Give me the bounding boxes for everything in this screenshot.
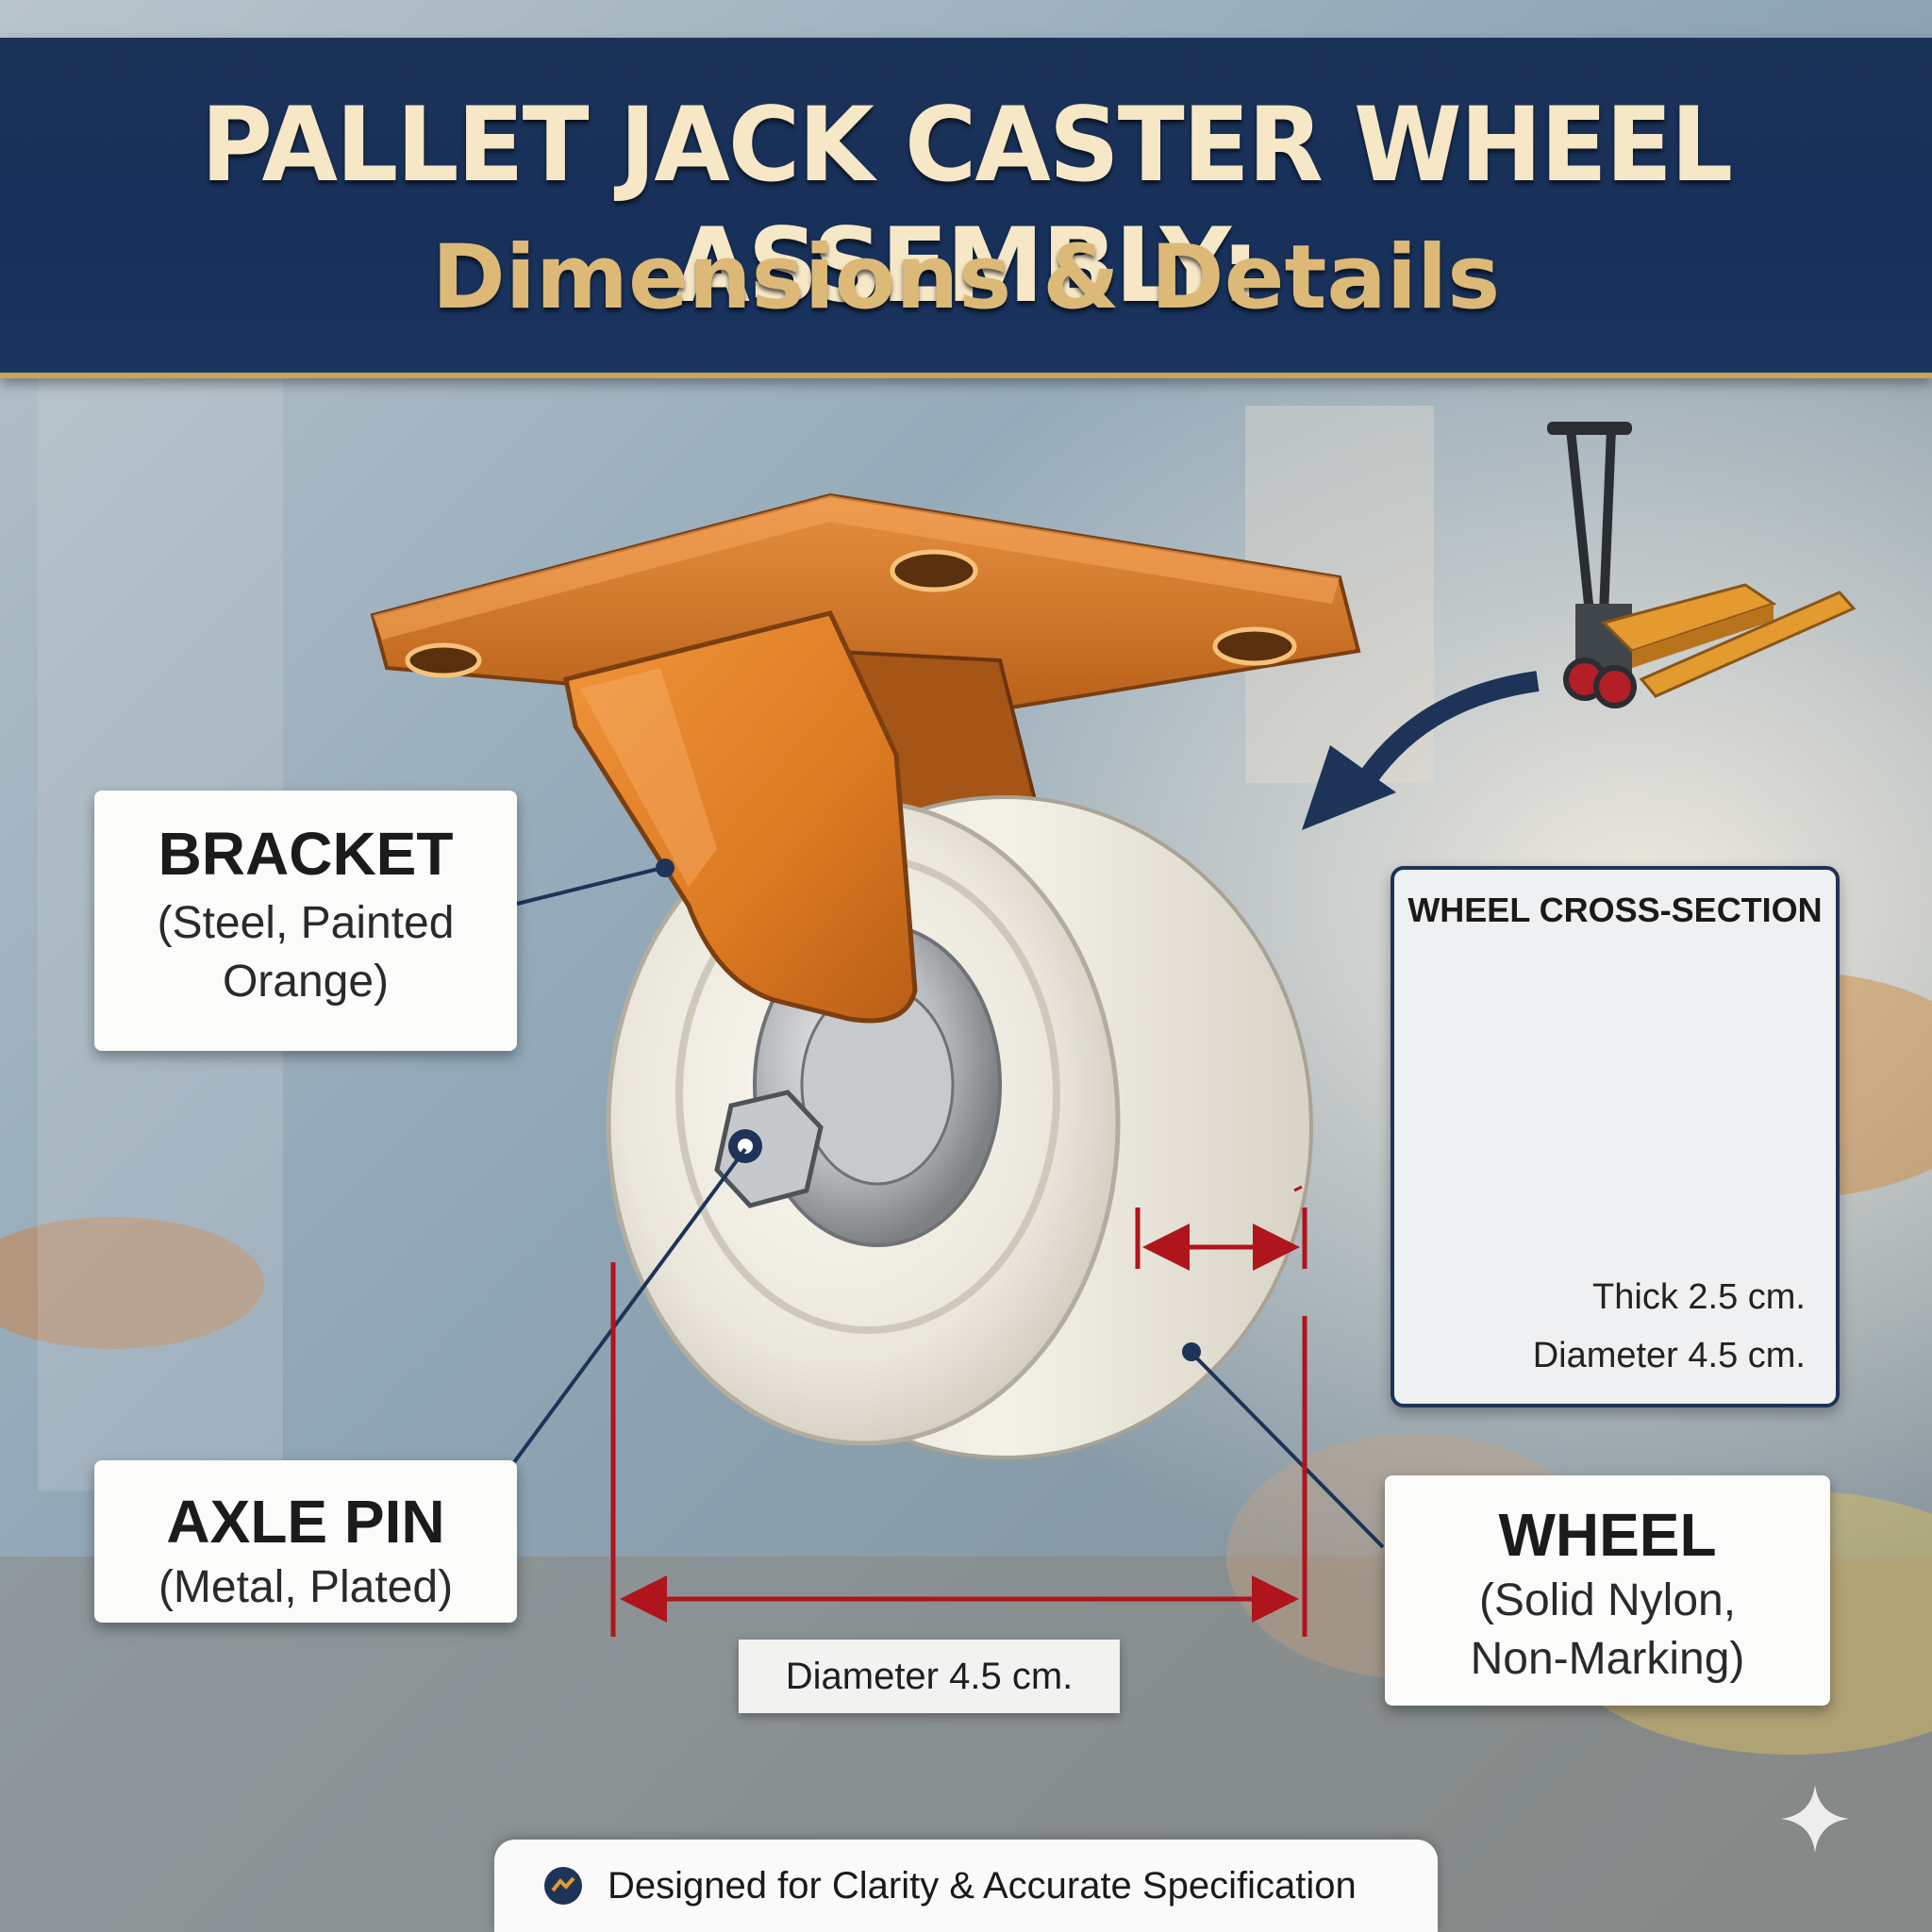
footer-text: Designed for Clarity & Accurate Specific…	[608, 1865, 1357, 1907]
cross-section-panel: WHEEL CROSS-SECTION Thick 2.5 cm. Diamet…	[1391, 866, 1840, 1407]
axle-pin-callout: AXLE PIN (Metal, Plated)	[94, 1460, 517, 1623]
wheel-label: WHEEL	[1498, 1501, 1717, 1569]
wheel-callout: WHEEL (Solid Nylon, Non-Marking)	[1385, 1475, 1830, 1706]
wheel-desc-line2: Non-Marking)	[1470, 1634, 1745, 1684]
thickness-dimension	[1135, 1208, 1307, 1271]
wheel-leader-line	[1191, 1353, 1385, 1549]
bracket-desc-line2: Orange)	[222, 957, 390, 1007]
bracket-callout: BRACKET (Steel, Painted Orange)	[94, 791, 517, 1051]
cross-section-title: WHEEL CROSS-SECTION	[1407, 891, 1823, 929]
cross-section-diameter: Diameter 4.5 cm.	[1532, 1336, 1806, 1375]
bracket-leader-line	[516, 866, 663, 906]
axle-pin-desc: (Metal, Plated)	[158, 1562, 454, 1612]
bracket-label: BRACKET	[158, 820, 454, 888]
pointer-arrow	[1349, 671, 1540, 798]
cross-section-thickness: Thick 2.5 cm.	[1592, 1277, 1806, 1317]
title-banner	[0, 38, 1932, 378]
diameter-dimension	[610, 1262, 1307, 1637]
footer-badge: Designed for Clarity & Accurate Specific…	[494, 1840, 1438, 1932]
wheel-desc-line1: (Solid Nylon,	[1478, 1575, 1737, 1625]
diameter-label: Diameter 4.5 cm.	[739, 1640, 1120, 1713]
cross-section-leader-line	[1293, 1185, 1303, 1192]
pallet-jack-illustration	[1547, 422, 1857, 708]
logo-icon	[544, 1867, 582, 1905]
sparkle-icon	[1781, 1785, 1849, 1853]
page-subtitle: Dimensions & Details	[431, 226, 1501, 329]
axle-pin-label: AXLE PIN	[166, 1488, 445, 1556]
caster-illustration	[370, 492, 1361, 1459]
bracket-desc-line1: (Steel, Painted	[157, 898, 455, 948]
page-title: PALLET JACK CASTER WHEEL ASSEMBLY:	[200, 83, 1733, 326]
axle-pin-leader-line	[512, 1147, 747, 1464]
